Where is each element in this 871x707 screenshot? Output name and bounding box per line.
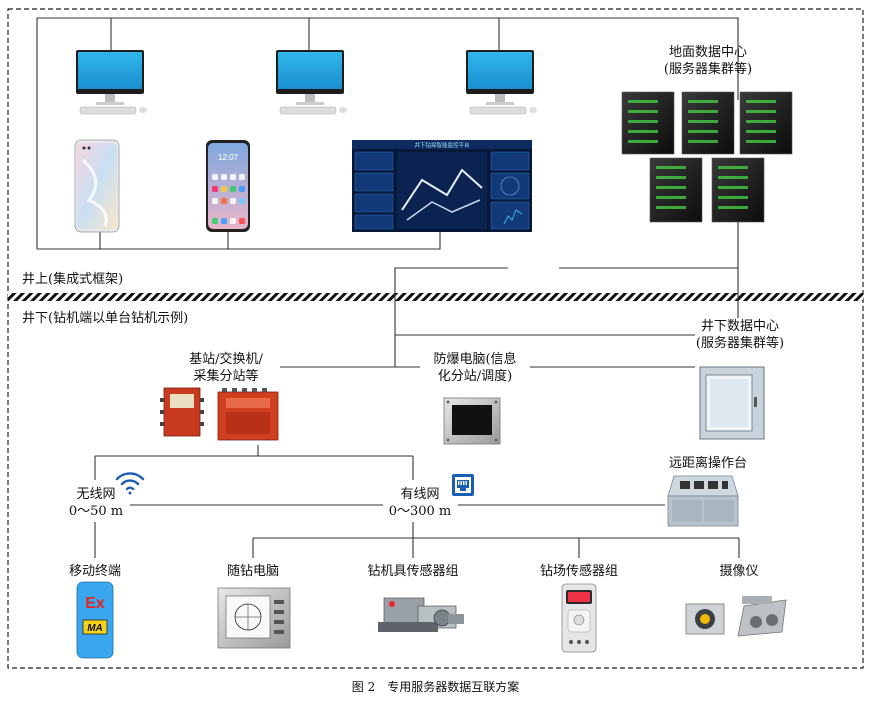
camera-icon [685,596,787,637]
svg-text:MA: MA [87,623,103,634]
mobile-terminal-icon: Ex MA [76,581,114,659]
server-cluster-icon [621,91,793,223]
drill-sensor-group-icon [378,597,464,632]
ground-dc-line1: 地面数据中心 [668,45,747,60]
svg-text:井下钻探智能监控平台: 井下钻探智能监控平台 [414,141,470,149]
wireless-network-label: 无线网 0～50 m [56,486,136,520]
under-dc-line1: 井下数据中心 [700,319,779,334]
underground-data-center-label: 井下数据中心 (服务器集群等) [680,318,800,352]
base-station-icon [160,387,279,441]
drill-sensor-label: 钻机具传感器组 [367,564,459,579]
underground-server-cabinet-icon [699,366,765,440]
explosion-pc-line1: 防爆电脑(信息 [433,352,517,367]
base-station-label: 基站/交换机/ 采集分站等 [176,351,276,385]
dashboard-screen: 井下钻探智能监控平台 [352,140,532,232]
ground-dc-line2: (服务器集群等) [663,62,753,77]
wired-network-label: 有线网 0～300 m [380,486,460,520]
under-dc-line2: (服务器集群等) [695,336,785,351]
wireless-line1: 无线网 [76,487,116,502]
underground-zone-label: 井下(钻机端以单台钻机示例) [22,311,189,326]
wired-line2: 0～300 m [388,504,452,519]
drill-pc-icon [217,587,291,649]
explosion-proof-pc-icon [443,397,501,445]
wireless-line2: 0～50 m [68,504,124,519]
monitor-icon [276,50,347,115]
ethernet-port-icon [452,474,474,496]
remote-console-icon [667,475,739,527]
connection-lines [36,17,740,558]
ground-surface-divider [8,293,863,301]
svg-text:Ex: Ex [85,595,105,612]
field-sensor-label: 钻场传感器组 [539,564,618,579]
smartphone-icon: 12:07 [206,140,250,232]
surface-zone-label: 井上(集成式框架) [22,272,124,287]
remote-console-label: 远距离操作台 [668,456,747,471]
field-sensor-icon [561,583,597,653]
camera-label: 摄像仪 [719,564,759,579]
monitor-icon [76,50,147,115]
explosion-pc-line2: 化分站/调度) [437,369,513,384]
drill-pc-label: 随钻电脑 [226,564,279,579]
svg-text:12:07: 12:07 [218,153,239,162]
base-station-line2: 采集分站等 [193,369,259,384]
figure-caption: 图 2 专用服务器数据互联方案 [351,680,520,694]
monitor-icon [466,50,537,115]
smartphone-icon [74,139,120,233]
explosion-pc-label: 防爆电脑(信息 化分站/调度) [420,351,530,385]
wired-line1: 有线网 [400,487,440,502]
wifi-icon [115,472,145,495]
base-station-line1: 基站/交换机/ [189,352,263,367]
ground-data-center-label: 地面数据中心 (服务器集群等) [648,44,768,78]
mobile-terminal-label: 移动终端 [68,564,121,579]
